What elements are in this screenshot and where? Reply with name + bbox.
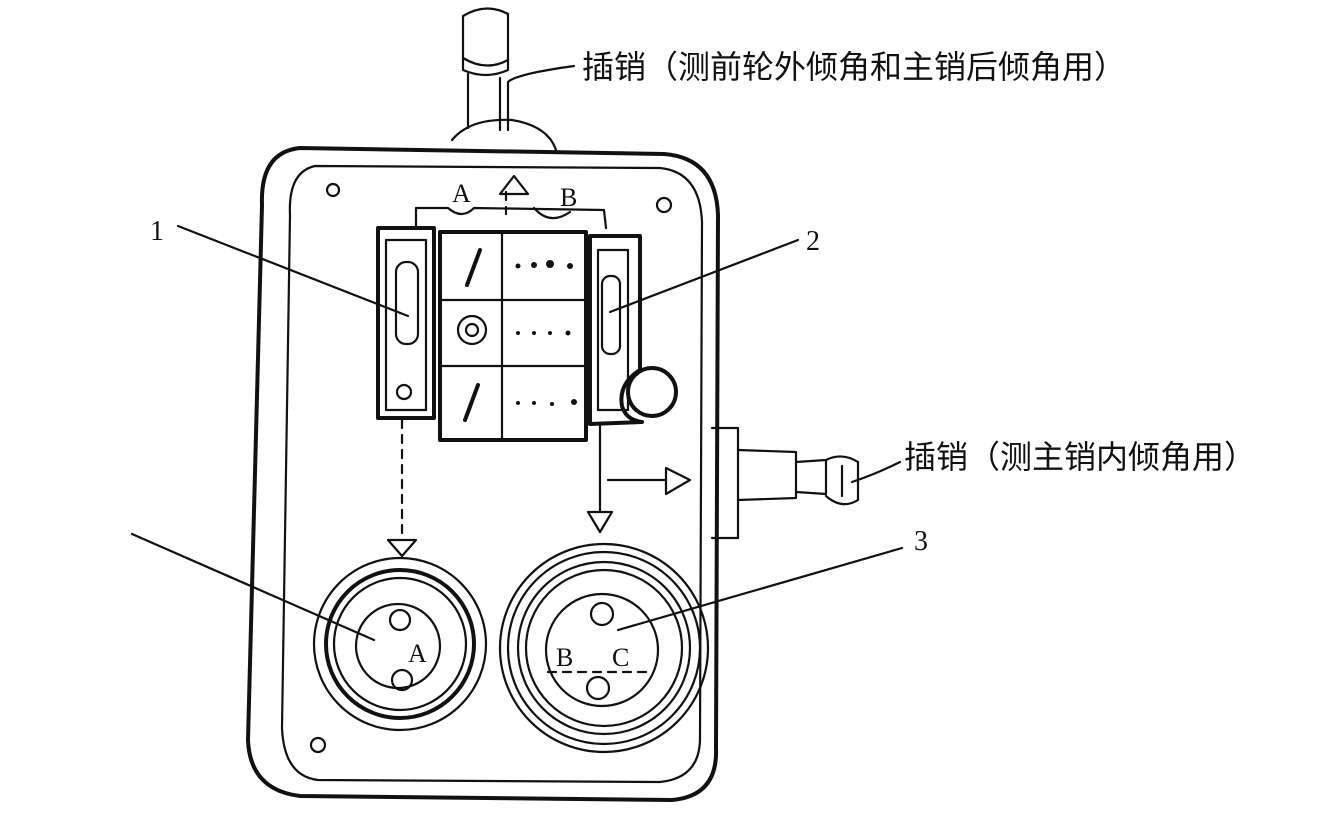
leader-3 bbox=[616, 546, 904, 632]
screw-hole-bottom-left bbox=[309, 736, 327, 754]
bubble-level-2 bbox=[588, 234, 678, 426]
part-number-2: 2 bbox=[806, 226, 820, 257]
side-pin bbox=[710, 426, 860, 540]
leader-2 bbox=[608, 238, 800, 314]
dial-b-label: B bbox=[556, 643, 573, 672]
leader-top-pin bbox=[506, 64, 576, 132]
tilt-indicator-bottom bbox=[463, 383, 480, 422]
top-bracket bbox=[414, 174, 608, 230]
leader-1 bbox=[176, 224, 410, 318]
pin-top-label: 插销（测前轮外倾角和主销后倾角用） bbox=[582, 48, 1126, 86]
leader-dial-a bbox=[130, 532, 376, 642]
pivot-ring bbox=[626, 366, 678, 418]
pin-side-label: 插销（测主销内倾角用） bbox=[904, 438, 1256, 476]
dial-a bbox=[312, 556, 488, 732]
screw-hole-top-right bbox=[655, 196, 673, 214]
part-number-1: 1 bbox=[150, 216, 164, 247]
dial-a-label: A bbox=[408, 639, 427, 668]
flow-arrows bbox=[386, 418, 692, 558]
marker-top-b: B bbox=[560, 183, 577, 212]
screw-hole-top-left bbox=[325, 182, 341, 198]
tilt-indicator-top bbox=[465, 248, 482, 287]
leader-lines bbox=[130, 64, 904, 642]
leader-side-pin bbox=[850, 460, 902, 484]
dial-bc bbox=[498, 542, 710, 754]
marker-top-a: A bbox=[452, 179, 471, 208]
up-arrow-mark bbox=[498, 174, 530, 196]
dial-c-label: C bbox=[612, 643, 629, 672]
reading-panel bbox=[438, 230, 588, 442]
center-indicator bbox=[456, 314, 488, 346]
top-pin bbox=[450, 7, 558, 152]
part-number-3: 3 bbox=[914, 526, 928, 557]
bubble-level-1 bbox=[376, 226, 436, 420]
gauge-body bbox=[246, 146, 720, 802]
